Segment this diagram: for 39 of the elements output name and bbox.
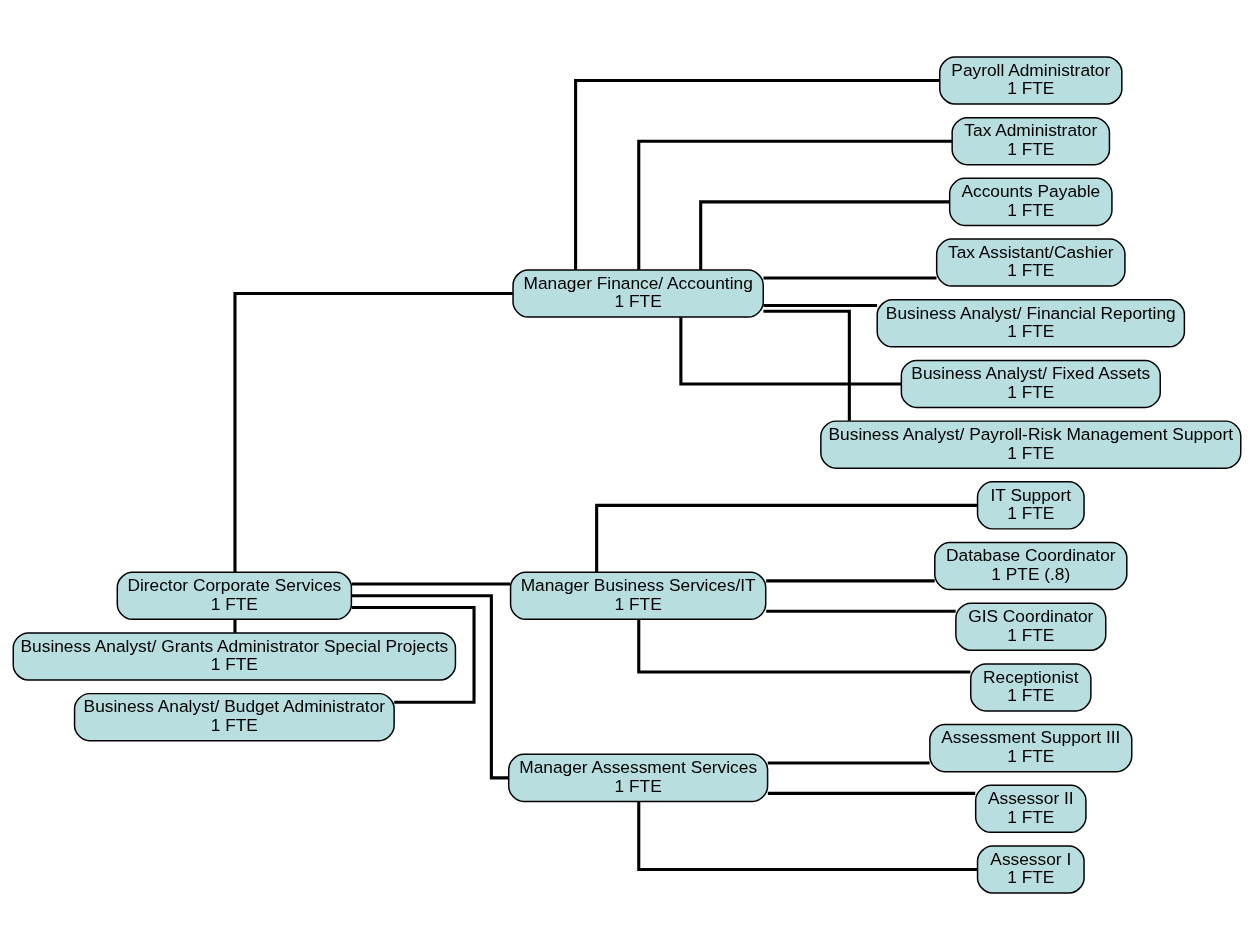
node-box: Manager Business Services/IT 1 FTE xyxy=(509,571,767,620)
node-box: Payroll Administrator 1 FTE xyxy=(939,55,1123,105)
connector xyxy=(763,309,851,421)
node-box: Receptionist 1 FTE xyxy=(970,662,1092,712)
connector xyxy=(637,618,971,673)
node-box: Assessor II 1 FTE xyxy=(974,784,1087,833)
node-box: GIS Coordinator 1 FTE xyxy=(955,601,1107,651)
node-box: Business Analyst/ Payroll-Risk Management Support 1 FTE xyxy=(820,419,1242,469)
connector xyxy=(233,291,513,572)
connector xyxy=(351,593,509,779)
node-box: Business Analyst/ Grants Administrator Special Projects 1 FTE xyxy=(12,631,457,681)
node-box: Tax Administrator 1 FTE xyxy=(951,116,1111,165)
node-box: Manager Assessment Services 1 FTE xyxy=(507,753,769,802)
connector xyxy=(767,760,930,765)
connector xyxy=(699,199,950,270)
node-box: Database Coordinator 1 PTE (.8) xyxy=(934,541,1128,590)
node-box: Director Corporate Services 1 FTE xyxy=(116,571,353,620)
connector xyxy=(767,791,976,795)
node-box: Business Analyst/ Budget Administrator 1 FTE xyxy=(73,692,395,741)
connector xyxy=(233,618,237,633)
node-box: Manager Finance/ Accounting 1 FTE xyxy=(512,268,764,318)
node-box: Accounts Payable 1 FTE xyxy=(948,177,1113,226)
node-box: Business Analyst/ Fixed Assets 1 FTE xyxy=(900,359,1161,408)
connector xyxy=(351,605,476,704)
connector xyxy=(766,609,956,613)
node-box: Assessor I 1 FTE xyxy=(976,844,1085,894)
node-box: IT Support 1 FTE xyxy=(976,480,1085,530)
connector xyxy=(766,578,935,582)
connector xyxy=(637,139,952,270)
connector xyxy=(574,78,940,270)
connector xyxy=(763,303,878,307)
node-box: Tax Assistant/Cashier 1 FTE xyxy=(935,237,1126,287)
connector xyxy=(351,581,511,586)
connector xyxy=(763,276,937,280)
node-box: Assessment Support III 1 FTE xyxy=(929,723,1133,772)
connector xyxy=(679,316,901,385)
connector xyxy=(637,800,978,871)
connector xyxy=(595,503,978,572)
node-box: Business Analyst/ Financial Reporting 1 FTE xyxy=(876,298,1186,348)
